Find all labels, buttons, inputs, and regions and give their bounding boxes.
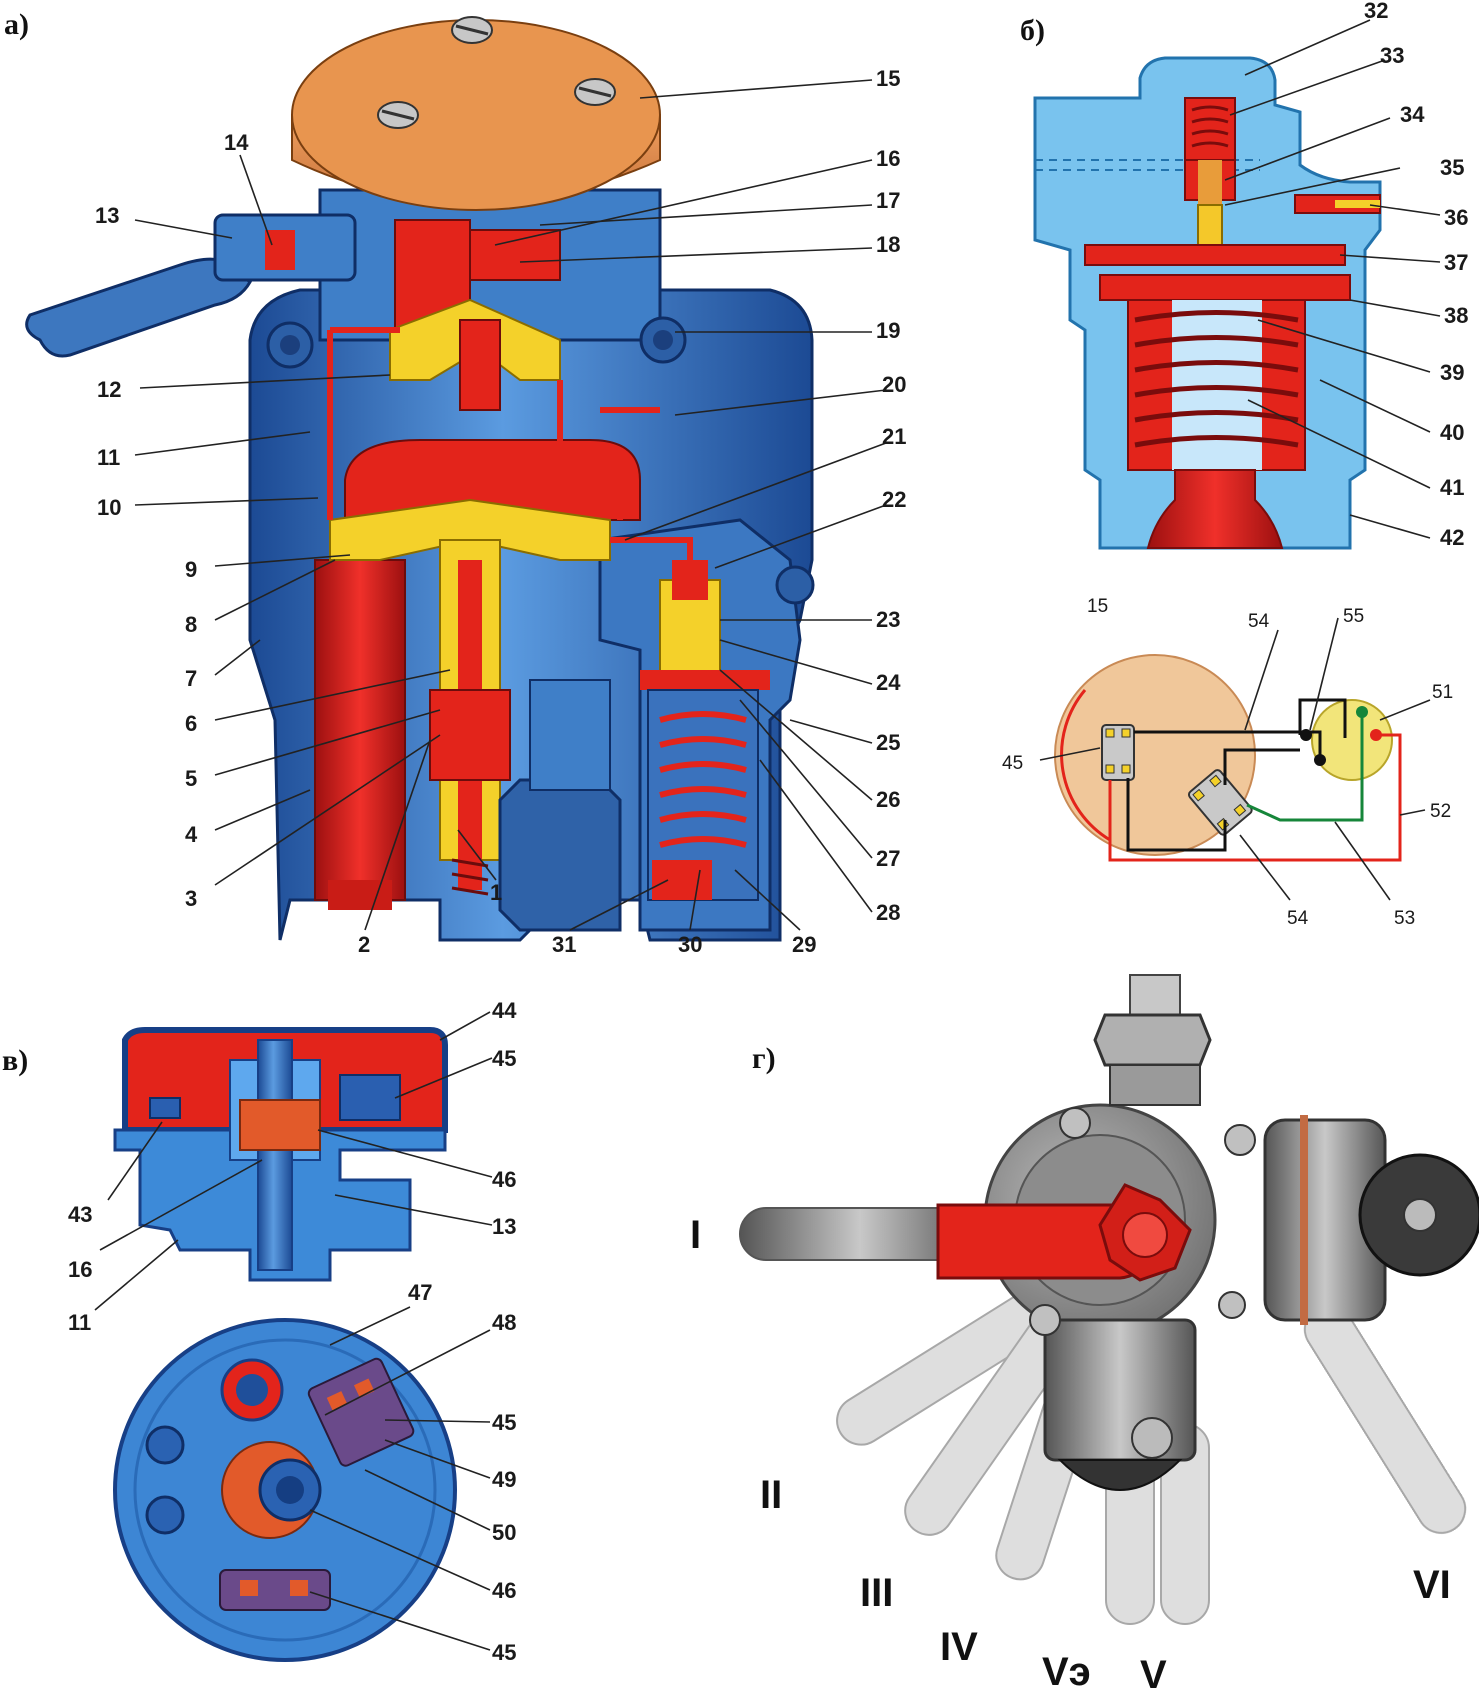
- callout-34: 34: [1400, 102, 1425, 127]
- wiring-leaders: [1039, 617, 1431, 901]
- callout-17: 17: [876, 188, 900, 213]
- position-VI: VI: [1413, 1563, 1451, 1607]
- position-Ve: Vэ: [1042, 1650, 1091, 1692]
- callout-29: 29: [792, 932, 816, 957]
- callout-45-mid: 45: [492, 1410, 516, 1435]
- wiring-callout-51: 51: [1432, 682, 1453, 703]
- callout-37: 37: [1444, 250, 1468, 275]
- callout-48: 48: [492, 1310, 516, 1335]
- callout-47: 47: [408, 1280, 432, 1305]
- callout-27: 27: [876, 846, 900, 871]
- wiring-callout-45: 45: [1002, 753, 1023, 774]
- panel-label-g: г): [752, 1042, 776, 1075]
- callout-1: 1: [490, 880, 502, 905]
- wiring-callout-labels: 15 54 55 51 45 52 54 53: [1002, 596, 1453, 929]
- wiring-callout-52: 52: [1430, 801, 1451, 822]
- callout-21: 21: [882, 424, 906, 449]
- callout-41: 41: [1440, 475, 1464, 500]
- callout-22: 22: [882, 487, 906, 512]
- position-II: II: [760, 1473, 782, 1517]
- callout-2: 2: [358, 932, 370, 957]
- callout-18: 18: [876, 232, 900, 257]
- wiring-diagram: [1054, 654, 1402, 862]
- wiring-callout-53: 53: [1394, 908, 1415, 929]
- panel-v-leaders: [94, 1011, 493, 1651]
- callout-15: 15: [876, 66, 900, 91]
- callout-46-top: 46: [492, 1167, 516, 1192]
- callout-31: 31: [552, 932, 576, 957]
- callout-38: 38: [1444, 303, 1468, 328]
- panel-g-illustration: [739, 974, 1479, 1625]
- callout-42: 42: [1440, 525, 1464, 550]
- position-I: I: [690, 1213, 701, 1257]
- callout-8: 8: [185, 612, 197, 637]
- panel-b-callout-labels: 32 33 34 35 36 37 38 39 40 41 42: [1364, 0, 1468, 550]
- callout-33: 33: [1380, 43, 1404, 68]
- callout-39: 39: [1440, 360, 1464, 385]
- callout-11-v: 11: [68, 1310, 91, 1335]
- callout-10: 10: [97, 495, 121, 520]
- callout-25: 25: [876, 730, 900, 755]
- position-IV: IV: [940, 1625, 978, 1669]
- panel-label-a: а): [4, 8, 29, 41]
- panel-a-callout-labels: 13 14 12 11 10 9 8 7 6 5 4 3 15 16 17 18…: [95, 66, 906, 957]
- wiring-callout-54-top: 54: [1248, 611, 1270, 632]
- panel-label-b: б): [1020, 14, 1045, 47]
- callout-46-bottom: 46: [492, 1578, 516, 1603]
- panel-label-v: в): [2, 1044, 28, 1077]
- callout-3: 3: [185, 886, 197, 911]
- callout-20: 20: [882, 372, 906, 397]
- callout-6: 6: [185, 711, 197, 736]
- position-III: III: [860, 1571, 893, 1615]
- callout-36: 36: [1444, 205, 1468, 230]
- panel-v-cutaway: [113, 1027, 457, 1662]
- callout-5: 5: [185, 766, 197, 791]
- callout-24: 24: [876, 670, 901, 695]
- callout-16-v: 16: [68, 1257, 92, 1282]
- callout-16: 16: [876, 146, 900, 171]
- panel-b-leaders: [1224, 19, 1441, 539]
- callout-13: 13: [95, 203, 119, 228]
- callout-19: 19: [876, 318, 900, 343]
- callout-14: 14: [224, 130, 249, 155]
- callout-13-v: 13: [492, 1214, 516, 1239]
- panel-a-leaders: [134, 79, 887, 931]
- callout-30: 30: [678, 932, 702, 957]
- panel-g-position-labels: I II III IV Vэ V VI: [690, 1213, 1451, 1692]
- callout-7: 7: [185, 666, 197, 691]
- callout-45-top: 45: [492, 1046, 516, 1071]
- panel-b-cutaway: [1033, 56, 1382, 550]
- callout-32: 32: [1364, 0, 1388, 23]
- callout-28: 28: [876, 900, 900, 925]
- callout-11: 11: [97, 445, 120, 470]
- callout-49: 49: [492, 1467, 516, 1492]
- callout-45-bottom: 45: [492, 1640, 516, 1665]
- panel-v-callout-labels: 44 45 46 13 43 16 11 47 48 45 49 50 46 4…: [68, 998, 517, 1665]
- panel-a-cutaway: [25, 16, 815, 942]
- position-V: V: [1140, 1653, 1167, 1692]
- callout-50: 50: [492, 1520, 516, 1545]
- callout-4: 4: [185, 822, 198, 847]
- callout-44: 44: [492, 998, 517, 1023]
- wiring-callout-15: 15: [1087, 596, 1108, 617]
- callout-23: 23: [876, 607, 900, 632]
- wiring-callout-55: 55: [1343, 606, 1364, 627]
- callout-26: 26: [876, 787, 900, 812]
- callout-9: 9: [185, 557, 197, 582]
- callout-12: 12: [97, 377, 121, 402]
- callout-43: 43: [68, 1202, 92, 1227]
- callout-35: 35: [1440, 155, 1464, 180]
- callout-40: 40: [1440, 420, 1464, 445]
- wiring-callout-54-bottom: 54: [1287, 908, 1309, 929]
